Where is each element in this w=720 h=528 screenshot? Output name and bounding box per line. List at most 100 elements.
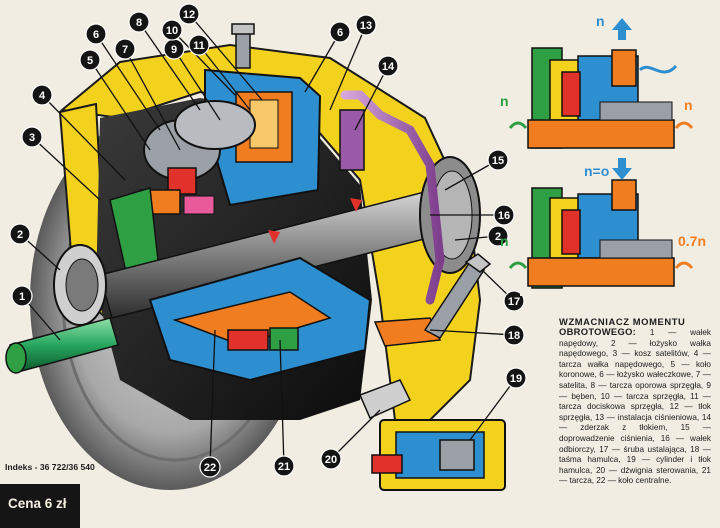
callout-9: 9 — [163, 38, 185, 60]
inset-red-block — [561, 209, 581, 255]
inset-left-n-label: n — [500, 93, 509, 109]
callout-circle — [505, 367, 527, 389]
callout-number: 5 — [87, 55, 93, 67]
callout-number: 14 — [382, 61, 395, 73]
callout-8: 8 — [128, 11, 150, 33]
control-lever — [358, 379, 412, 419]
inset-bottom-right-label: 0.7n — [678, 233, 706, 249]
inset-right-spin-arrow — [674, 261, 694, 269]
callout-number: 11 — [193, 40, 205, 52]
inset-pad-dotted — [611, 179, 637, 211]
callout-19: 19 — [505, 367, 527, 389]
callout-17: 17 — [503, 290, 525, 312]
input-shaft-end — [5, 342, 27, 374]
inset-red-block — [561, 71, 581, 117]
inset-wavy-line — [638, 64, 678, 74]
callout-number: 8 — [136, 17, 142, 29]
callout-circle — [273, 455, 295, 477]
inset-gray-hub — [599, 239, 673, 259]
callout-15: 15 — [487, 149, 509, 171]
callout-circle — [487, 149, 509, 171]
price-box: Cena 6 zł — [0, 484, 80, 528]
callout-number: 4 — [39, 90, 46, 102]
callout-2: 2 — [9, 223, 31, 245]
callout-circle — [188, 34, 210, 56]
callout-number: 6 — [93, 29, 99, 41]
inset-diagram-engaged: n n n — [500, 13, 694, 158]
caption-title-second: OBROTOWEGO: — [559, 326, 637, 337]
callout-1: 1 — [11, 285, 33, 307]
callout-14: 14 — [377, 55, 399, 77]
input-bearing-inner — [65, 258, 99, 312]
callout-circle — [487, 225, 509, 247]
callout-11: 11 — [188, 34, 210, 56]
flow-arrow — [350, 198, 362, 212]
callout-circle — [503, 290, 525, 312]
callout-16: 16 — [493, 204, 515, 226]
inset-gray-hub — [599, 101, 673, 121]
callout-number: 1 — [19, 291, 25, 303]
pressure-line-purple — [340, 90, 445, 305]
inset-left-spin-arrow — [508, 121, 528, 129]
callout-22: 22 — [199, 456, 221, 478]
callout-circle — [114, 38, 136, 60]
callout-circle — [11, 285, 33, 307]
callout-4: 4 — [31, 84, 53, 106]
callout-number: 2 — [495, 231, 501, 243]
callout-number: 17 — [508, 296, 520, 308]
callout-2: 2 — [487, 225, 509, 247]
brake-piston — [439, 439, 475, 471]
callout-number: 21 — [278, 461, 290, 473]
callout-circle — [377, 55, 399, 77]
callout-number: 3 — [29, 132, 35, 144]
callout-3: 3 — [21, 126, 43, 148]
inset-bottom-left-n-label: n — [500, 233, 509, 249]
flow-arrow — [268, 230, 280, 244]
callout-number: 9 — [171, 44, 177, 56]
callout-circle — [79, 49, 101, 71]
inset-right-n-label: n — [684, 97, 693, 113]
inset-up-arrow — [612, 18, 632, 40]
callout-circle — [493, 204, 515, 226]
satellite-pink — [183, 195, 215, 215]
callout-number: 18 — [508, 330, 520, 342]
callout-number: 7 — [122, 44, 128, 56]
callout-circle — [178, 3, 200, 25]
callout-5: 5 — [79, 49, 101, 71]
callout-number: 16 — [498, 210, 510, 222]
lower-orange-plate — [172, 291, 332, 346]
callout-circle — [85, 23, 107, 45]
brake-band — [373, 317, 442, 347]
stop-piston-purple — [339, 109, 365, 171]
lower-red-block — [227, 329, 269, 351]
callout-number: 15 — [492, 155, 504, 167]
callout-circle — [355, 14, 377, 36]
brake-lever-red — [371, 454, 403, 474]
adjusting-screw-head — [464, 253, 492, 273]
callout-20: 20 — [320, 448, 342, 470]
callout-circle — [31, 84, 53, 106]
callout-6: 6 — [329, 21, 351, 43]
price-label: Cena 6 zł — [8, 496, 67, 511]
inset-left-spin-arrow — [508, 261, 528, 269]
inset-top-n-label: n — [596, 13, 605, 29]
inset-orange-shaft — [527, 257, 675, 287]
callout-circle — [9, 223, 31, 245]
top-bolt — [235, 29, 251, 69]
callout-number: 12 — [183, 9, 195, 21]
caption-title: WZMACNIACZ MOMENTU — [559, 316, 686, 327]
caption-body: 1 — wałek napędowy, 2 — łożysko wałka na… — [559, 328, 711, 486]
callout-13: 13 — [355, 14, 377, 36]
callout-21: 21 — [273, 455, 295, 477]
callout-number: 13 — [360, 20, 372, 32]
callout-10: 10 — [161, 19, 183, 41]
callout-circle — [199, 456, 221, 478]
inset-diagram-braked: n=o n 0.7n — [500, 158, 706, 296]
inset-down-arrow — [612, 158, 632, 180]
top-bolt-head — [231, 23, 255, 35]
callout-18: 18 — [503, 324, 525, 346]
lower-green-block — [269, 327, 299, 351]
callout-circle — [21, 126, 43, 148]
